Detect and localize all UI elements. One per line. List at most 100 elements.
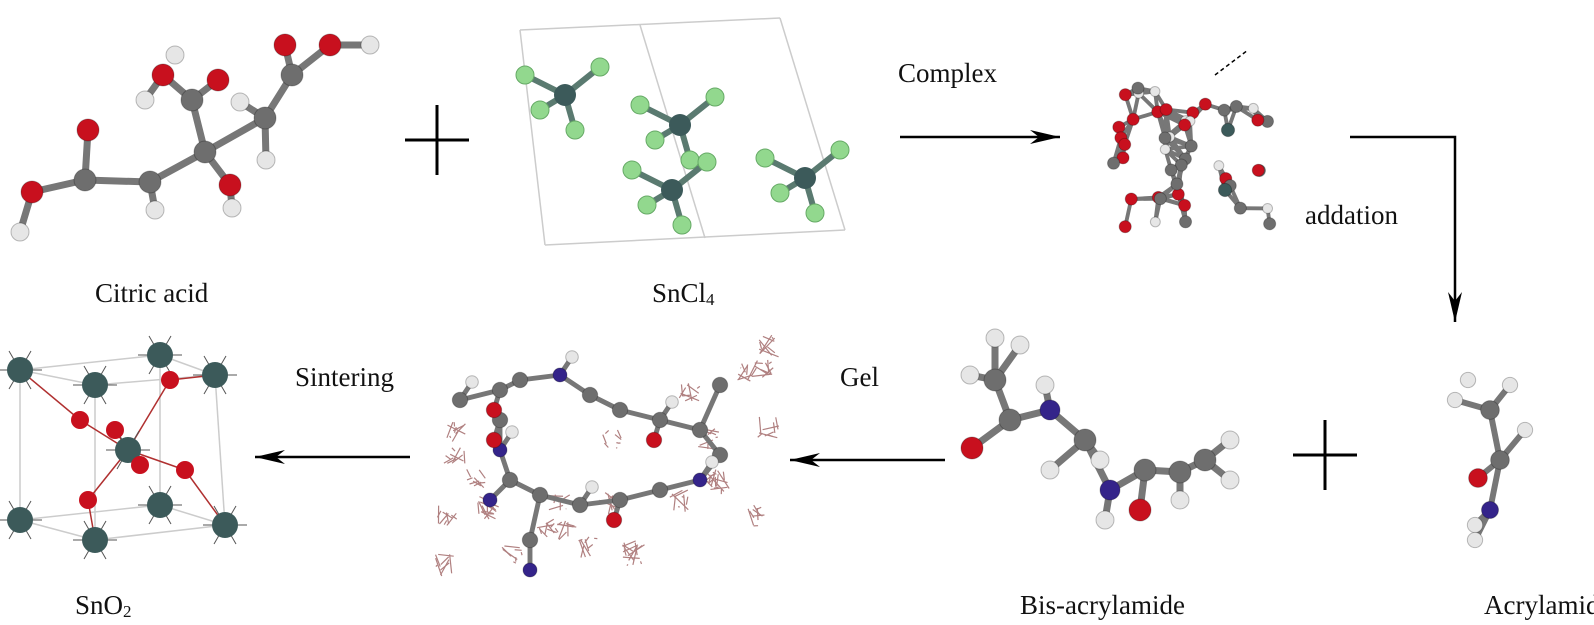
atom-H bbox=[1220, 470, 1240, 490]
chlorine-atom bbox=[530, 100, 550, 120]
chlorine-atom bbox=[630, 95, 650, 115]
tin-atom bbox=[202, 362, 228, 388]
atom-H bbox=[665, 395, 679, 409]
atom-C bbox=[1131, 81, 1145, 95]
tin-citrate-complex bbox=[1107, 81, 1277, 234]
atom-H bbox=[505, 425, 519, 439]
atom-H bbox=[465, 375, 479, 389]
atom-H bbox=[985, 328, 1005, 348]
tin-atom bbox=[669, 114, 691, 136]
atom-H bbox=[1501, 376, 1519, 394]
atom-O bbox=[1112, 120, 1126, 134]
dashed-bond bbox=[1214, 49, 1249, 76]
atom-C bbox=[1490, 450, 1510, 470]
label-sintering: Sintering bbox=[295, 362, 394, 392]
oxygen-atom bbox=[131, 456, 149, 474]
atom-C bbox=[73, 168, 97, 192]
sncl4-subscript: 4 bbox=[706, 290, 715, 309]
atom-H bbox=[705, 455, 719, 469]
oxygen-atom bbox=[161, 371, 179, 389]
atom-O bbox=[1159, 102, 1173, 117]
chlorine-atom bbox=[515, 65, 535, 85]
atom-C bbox=[1217, 103, 1231, 117]
atom-C bbox=[1174, 158, 1188, 172]
oxygen-atom bbox=[176, 461, 194, 479]
label-bis-acrylamide: Bis-acrylamide bbox=[1020, 590, 1185, 620]
atom-N bbox=[1099, 479, 1121, 501]
arrow-addation bbox=[1350, 135, 1462, 322]
tin-atom bbox=[661, 179, 683, 201]
atom-C bbox=[521, 531, 539, 549]
atom-O bbox=[485, 431, 503, 449]
chlorine-atom bbox=[672, 215, 692, 235]
atom-C bbox=[451, 391, 469, 409]
atom-O bbox=[605, 511, 623, 529]
atom-H bbox=[1459, 371, 1477, 389]
atom-H bbox=[145, 200, 165, 220]
atom-H bbox=[1095, 510, 1115, 530]
atom-C bbox=[1233, 201, 1247, 215]
atom-O bbox=[1124, 192, 1138, 206]
atom-O bbox=[1116, 151, 1130, 165]
atom-H bbox=[1466, 516, 1484, 534]
atom-H bbox=[1220, 430, 1240, 450]
atom-H bbox=[1170, 490, 1190, 510]
oxygen-atom bbox=[79, 491, 97, 509]
chlorine-atom bbox=[565, 120, 585, 140]
chlorine-atom bbox=[645, 130, 665, 150]
atom-H bbox=[1010, 335, 1030, 355]
atom-O bbox=[1198, 97, 1212, 111]
arrowhead bbox=[1030, 130, 1060, 144]
label-addation: addation bbox=[1305, 200, 1398, 230]
atom-S bbox=[1217, 182, 1233, 198]
atom-C bbox=[581, 386, 599, 404]
atom-O bbox=[645, 431, 663, 449]
label-acrylamide: Acrylamide bbox=[1484, 590, 1594, 620]
atom-N bbox=[522, 562, 538, 578]
atom-C bbox=[138, 170, 162, 194]
chlorine-atom bbox=[590, 57, 610, 77]
label-sno2: SnO2 bbox=[75, 590, 132, 622]
atom-H bbox=[165, 45, 185, 65]
atom-O bbox=[1118, 88, 1132, 102]
arrowhead bbox=[255, 450, 285, 464]
atom-C bbox=[280, 63, 304, 87]
atom-H bbox=[10, 222, 30, 242]
atom-H bbox=[1149, 85, 1161, 97]
atom-C bbox=[1178, 215, 1193, 229]
atom-C bbox=[1107, 156, 1121, 170]
sncl4-text: SnCl bbox=[652, 278, 707, 308]
oxygen-atom bbox=[106, 421, 124, 439]
atom-N bbox=[1481, 501, 1499, 519]
chlorine-atom bbox=[697, 152, 717, 172]
atom-C bbox=[1153, 192, 1167, 206]
atom-C bbox=[491, 381, 509, 399]
label-citric-acid: Citric acid bbox=[95, 278, 209, 308]
atom-C bbox=[1168, 460, 1192, 484]
label-complex: Complex bbox=[898, 58, 997, 88]
sno2-subscript: 2 bbox=[123, 602, 132, 621]
atom-H bbox=[585, 480, 599, 494]
atom-O bbox=[1118, 137, 1132, 152]
atom-H bbox=[1159, 143, 1171, 155]
oxygen-atom bbox=[71, 411, 89, 429]
atom-H bbox=[565, 350, 579, 364]
atom-C bbox=[651, 481, 669, 499]
atom-H bbox=[1090, 450, 1110, 470]
atom-C bbox=[1229, 99, 1243, 114]
atom-O bbox=[218, 173, 242, 197]
arrowhead bbox=[1448, 292, 1462, 322]
atom-C bbox=[998, 408, 1022, 432]
bond bbox=[201, 114, 269, 156]
atom-O bbox=[273, 33, 297, 57]
atom-H bbox=[360, 35, 380, 55]
atom-S bbox=[1220, 122, 1236, 138]
arrow-gel bbox=[790, 453, 945, 467]
atom-C bbox=[1170, 177, 1184, 191]
atom-C bbox=[531, 486, 549, 504]
atom-O bbox=[1178, 198, 1192, 212]
atom-O bbox=[1128, 498, 1152, 522]
atom-C bbox=[711, 376, 729, 394]
